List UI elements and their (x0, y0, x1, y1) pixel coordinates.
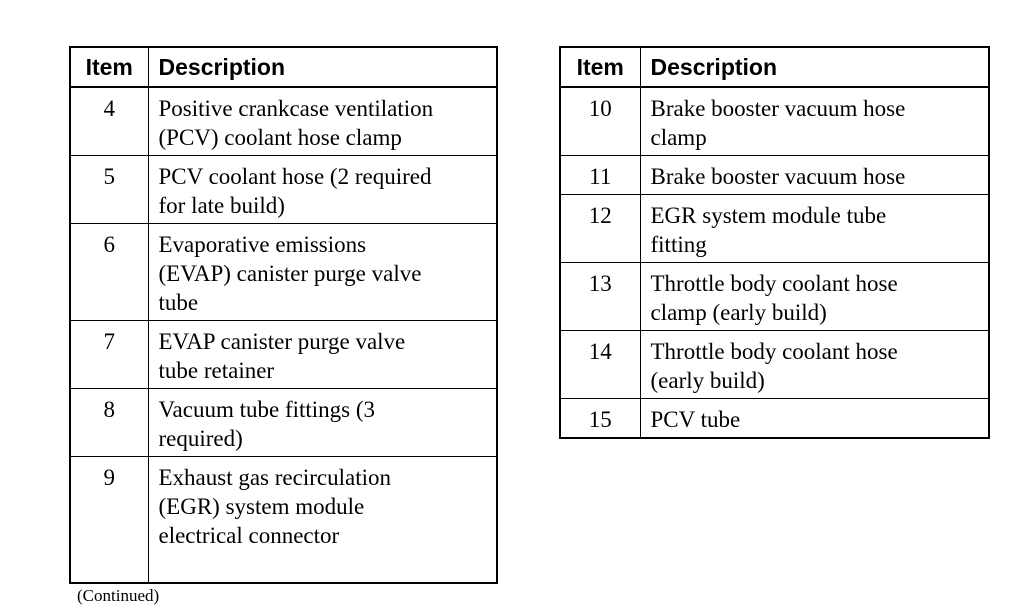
item-number: 13 (559, 262, 641, 331)
item-description: Evaporative emissions (EVAP) canister pu… (147, 223, 498, 321)
item-column-header: Item (559, 46, 641, 88)
item-number: 12 (559, 194, 641, 263)
item-description: Vacuum tube fittings (3 required) (147, 388, 498, 457)
item-description: Exhaust gas recirculation (EGR) system m… (147, 456, 498, 584)
table-row: 7 EVAP canister purge valve tube retaine… (69, 320, 498, 389)
table-row: 5 PCV coolant hose (2 required for late … (69, 155, 498, 224)
item-number: 14 (559, 330, 641, 399)
item-description: Positive crankcase ventilation (PCV) coo… (147, 86, 498, 156)
item-description: EGR system module tube fitting (639, 194, 990, 263)
item-description: Throttle body coolant hose (early build) (639, 330, 990, 399)
item-number: 8 (69, 388, 149, 457)
table-row: 15 PCV tube (559, 398, 990, 439)
table-row: 14 Throttle body coolant hose (early bui… (559, 330, 990, 399)
item-description: PCV tube (639, 398, 990, 439)
table-row: 12 EGR system module tube fitting (559, 194, 990, 263)
item-number: 7 (69, 320, 149, 389)
table-row: 10 Brake booster vacuum hose clamp (559, 86, 990, 156)
description-column-header: Description (147, 46, 498, 88)
item-description: PCV coolant hose (2 required for late bu… (147, 155, 498, 224)
item-description: EVAP canister purge valve tube retainer (147, 320, 498, 389)
item-number: 10 (559, 86, 641, 156)
item-number: 5 (69, 155, 149, 224)
item-number: 15 (559, 398, 641, 439)
table-row: 6 Evaporative emissions (EVAP) canister … (69, 223, 498, 321)
item-number: 9 (69, 456, 149, 584)
item-description: Brake booster vacuum hose clamp (639, 86, 990, 156)
item-number: 4 (69, 86, 149, 156)
item-number: 11 (559, 155, 641, 195)
right-legend-table: Item Description 10 Brake booster vacuum… (559, 46, 990, 439)
header-row: Item Description (559, 46, 990, 88)
description-column-header: Description (639, 46, 990, 88)
table-row: 4 Positive crankcase ventilation (PCV) c… (69, 86, 498, 156)
table-row: 9 Exhaust gas recirculation (EGR) system… (69, 456, 498, 584)
item-description: Throttle body coolant hose clamp (early … (639, 262, 990, 331)
header-row: Item Description (69, 46, 498, 88)
continued-note: (Continued) (77, 586, 160, 605)
table-row: 8 Vacuum tube fittings (3 required) (69, 388, 498, 457)
item-number: 6 (69, 223, 149, 321)
left-legend-table: Item Description 4 Positive crankcase ve… (69, 46, 498, 584)
item-column-header: Item (69, 46, 149, 88)
item-description: Brake booster vacuum hose (639, 155, 990, 195)
table-row: 11 Brake booster vacuum hose (559, 155, 990, 195)
table-row: 13 Throttle body coolant hose clamp (ear… (559, 262, 990, 331)
